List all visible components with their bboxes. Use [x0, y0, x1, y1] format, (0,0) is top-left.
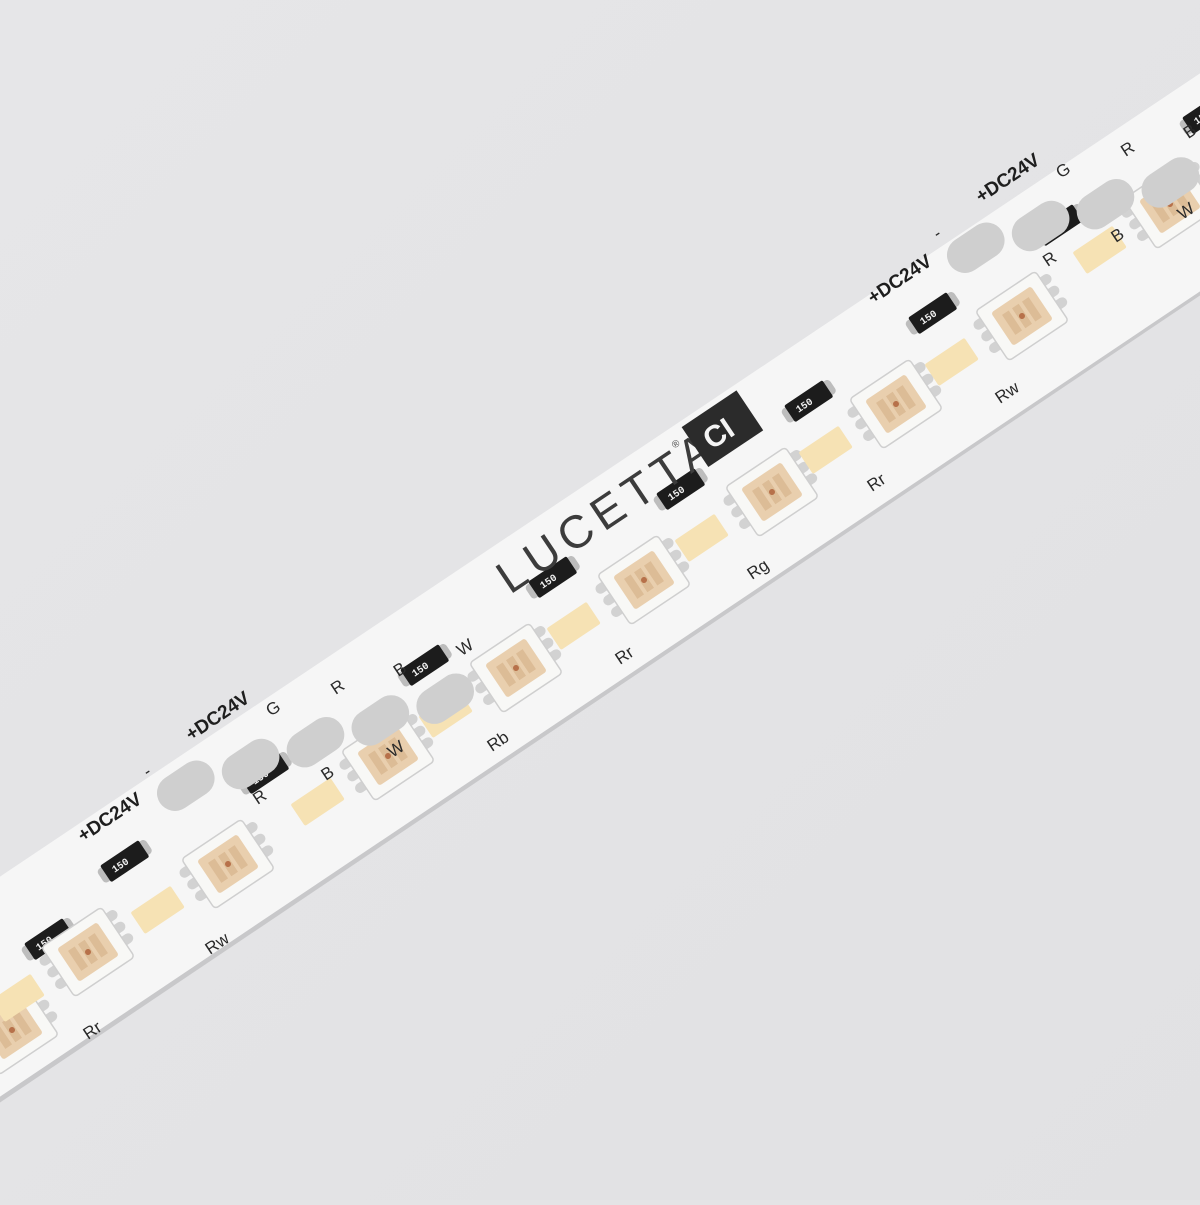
led-strip-illustration: 150150150150150150150150150150RrRwRbRrRg… [0, 0, 1200, 1200]
product-photo: 150150150150150150150150150150RrRwRbRrRg… [0, 0, 1200, 1200]
